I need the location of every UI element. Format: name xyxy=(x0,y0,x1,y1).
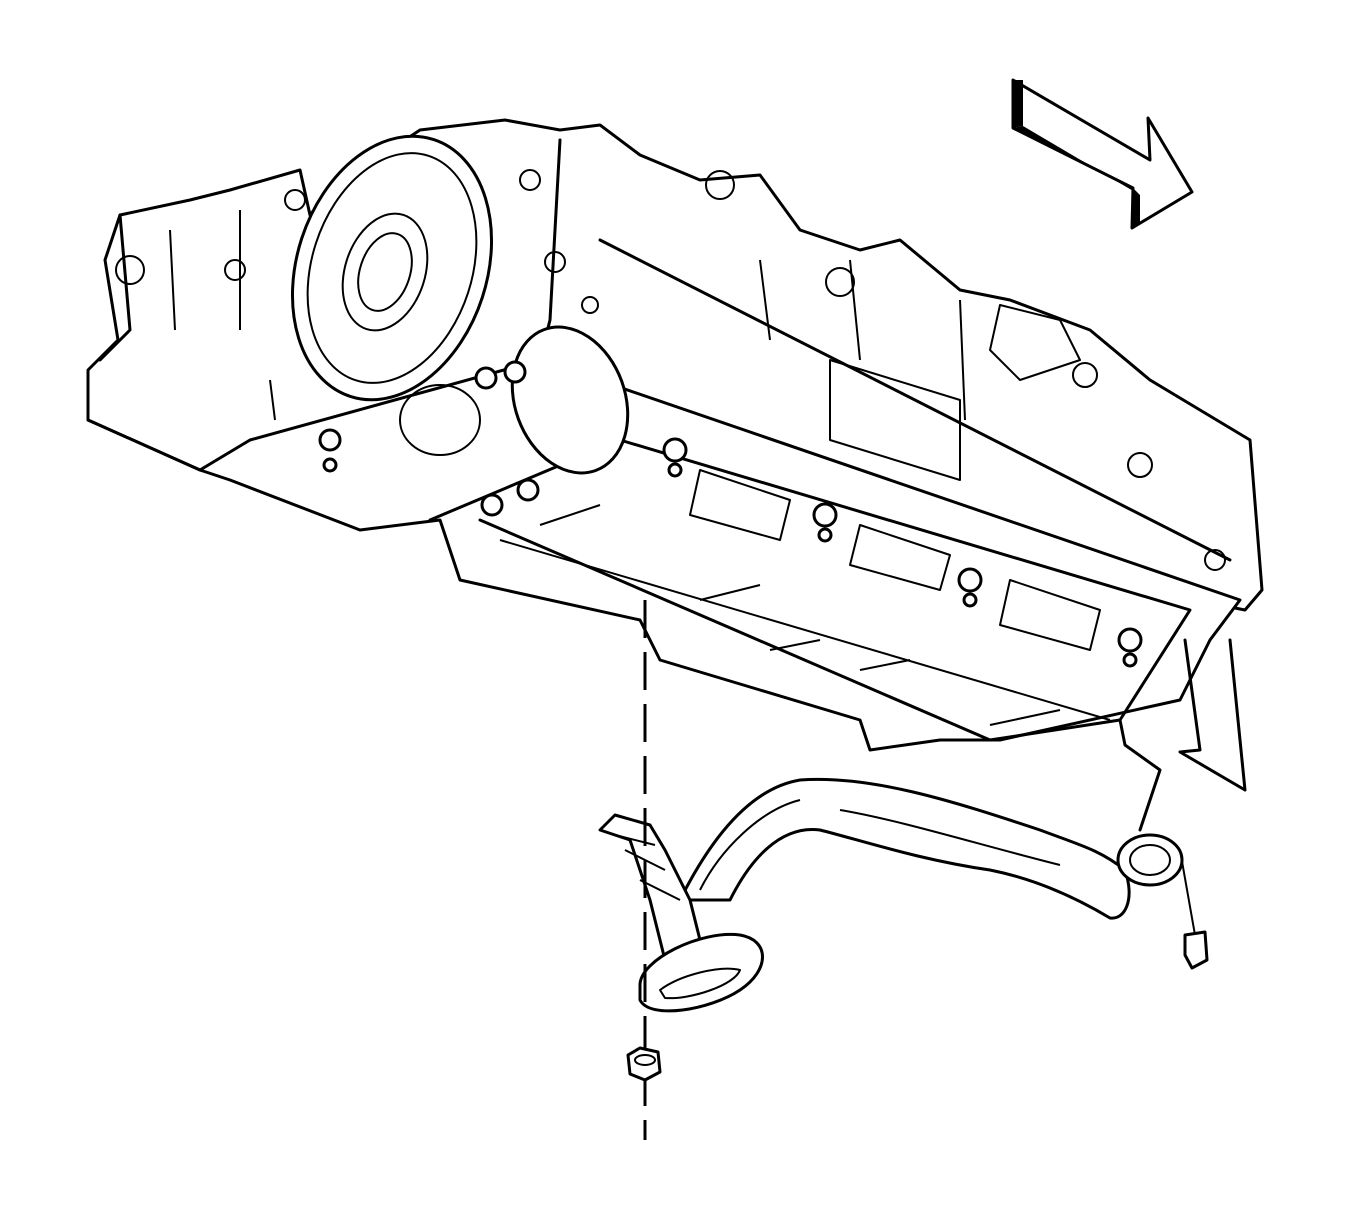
oil-pump-bolt xyxy=(1179,849,1209,970)
oil-pump-screen-pickup xyxy=(598,777,1184,1013)
oil-pump-nut xyxy=(626,1046,662,1082)
oil-pan xyxy=(198,325,1242,752)
bolt-icon xyxy=(812,502,838,543)
bolt-icon xyxy=(662,437,688,478)
front-direction-arrow-icon xyxy=(1011,78,1194,230)
bolt-icon xyxy=(474,360,527,390)
bolt-icon xyxy=(480,478,540,517)
bolt-icon xyxy=(1117,627,1143,668)
bolt-icon xyxy=(318,428,342,473)
bolt-icon xyxy=(957,567,983,608)
pump-mount-outline xyxy=(1118,638,1247,832)
oil-pan-bolts xyxy=(318,360,1143,668)
crankshaft-balancer xyxy=(290,134,494,402)
